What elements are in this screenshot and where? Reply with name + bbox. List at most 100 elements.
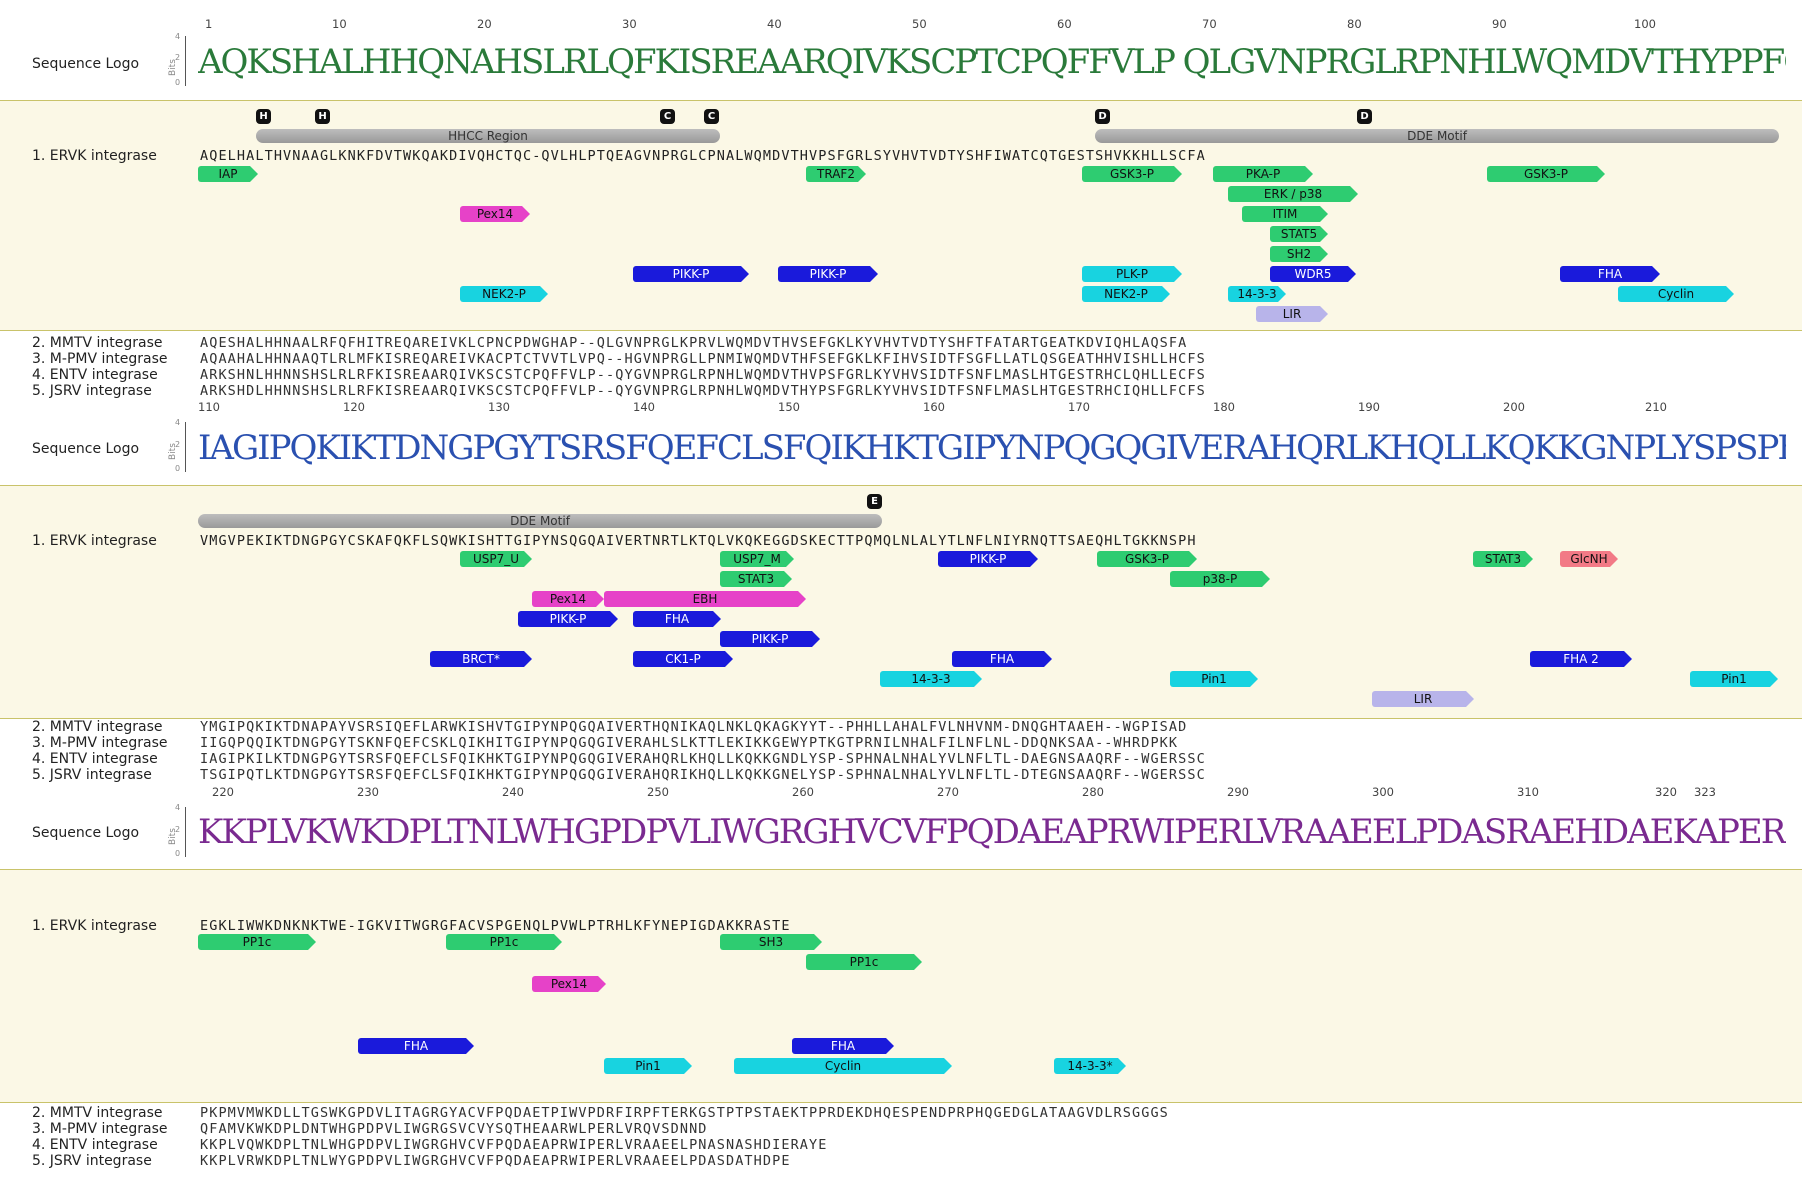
alignment-sequence: IIGQPQQIKTDNGPGYTSKNFQEFCSKLQIKHITGIPYNP… [200,735,1179,751]
sequence-logo: KKPLVKWKDPLTNLWHGPDPVLIWGRGHVCVFPQDAEAPR… [198,812,1786,852]
position-200: 200 [1503,400,1525,414]
feature-sh2: SH2 [1270,246,1328,262]
main-sequence: EGKLIWWKDNKNKTWE-IGKVITWGRGFACVSPGENQLPV… [200,918,791,934]
alignment-sequence: TSGIPQTLKTDNGPGYTSRSFQEFCLSFQIKHKTGIPYNP… [200,767,1206,783]
position-323: 323 [1694,785,1716,799]
alignment-sequence: KKPLVRWKDPLTNLWYGPDPVLIWGRGHVCVFPQDAEAPR… [200,1153,791,1169]
feature-gsk3-p: GSK3-P [1487,166,1605,182]
logo-label: Sequence Logo [32,825,140,841]
main-sequence: AQELHALTHVNAAGLKNKFDVTWKQAKDIVQHCTQC-QVL… [200,148,1206,164]
main-sequence: VMGVPEKIKTDNGPGYCSKAFQKFLSQWKISHTTGIPYNS… [200,533,1197,549]
feature-ebh: EBH [604,591,806,607]
position-250: 250 [647,785,669,799]
feature-pex14: Pex14 [460,206,530,222]
alignment-sequence: ARKSHNLHHNNSHSLRLRFKISREAARQIVKSCSTCPQFF… [200,367,1206,383]
feature-gsk3-p: GSK3-P [1082,166,1182,182]
feature-erk-p38: ERK / p38 [1228,186,1358,202]
feature-pp1c: PP1c [806,954,922,970]
alignment-label: 4. ENTV integrase [32,1137,158,1153]
alignment-label: 3. M-PMV integrase [32,1121,168,1137]
position-20: 20 [477,17,492,31]
ytick-2: 2 [175,440,181,449]
alignment-sequence: IAGIPKILKTDNGPGYTSRSFQEFCLSFQIKHKTGIPYNP… [200,751,1206,767]
feature-pin1: Pin1 [604,1058,692,1074]
position-120: 120 [343,400,365,414]
feature-ck1-p: CK1-P [633,651,733,667]
feature-plk-p: PLK-P [1082,266,1182,282]
position-240: 240 [502,785,524,799]
ytick-0: 0 [175,464,181,473]
logo-label: Sequence Logo [32,441,140,457]
logo-y-axis [185,422,186,472]
main-sequence-label: 1. ERVK integrase [32,918,157,934]
feature-pp1c: PP1c [198,934,316,950]
feature-nek2-p: NEK2-P [1082,286,1170,302]
alignment-sequence: QFAMVKWKDPLDNTWHGPDPVLIWGRGSVCVYSQTHEAAR… [200,1121,708,1137]
alignment-label: 2. MMTV integrase [32,1105,163,1121]
position-160: 160 [923,400,945,414]
alignment-sequence: ARKSHDLHHNNSHSLRLRFKISREAARQIVKSCSTCPQFF… [200,383,1206,399]
feature-fha: FHA [1560,266,1660,282]
position-310: 310 [1517,785,1539,799]
position-70: 70 [1202,17,1217,31]
feature-pex14: Pex14 [532,976,606,992]
feature-pin1: Pin1 [1690,671,1778,687]
sequence-logo: AQKSHALHHQNAHSLRLQFKISREAARQIVKSCPTCPQFF… [198,42,1786,82]
position-90: 90 [1492,17,1507,31]
motif-marker-d: D [1095,109,1110,124]
feature-stat3: STAT3 [1473,551,1533,567]
feature-cyclin: Cyclin [734,1058,952,1074]
position-320: 320 [1655,785,1677,799]
position-140: 140 [633,400,655,414]
feature-pp1c: PP1c [446,934,562,950]
feature-14-3-3: 14-3-3 [880,671,982,687]
feature-stat3: STAT3 [720,571,792,587]
motif-marker-c: C [660,109,675,124]
main-sequence-label: 1. ERVK integrase [32,148,157,164]
feature-p38-p: p38-P [1170,571,1270,587]
feature-pikk-p: PIKK-P [720,631,820,647]
feature-usp7-m: USP7_M [720,551,794,567]
feature-usp7-u: USP7_U [460,551,532,567]
feature-lir: LIR [1256,306,1328,322]
position-300: 300 [1372,785,1394,799]
alignment-label: 3. M-PMV integrase [32,735,168,751]
motif-marker-c: C [704,109,719,124]
feature-fha-2: FHA 2 [1530,651,1632,667]
alignment-sequence: AQESHALHHNAALRFQFHITREQAREIVKLCPNCPDWGHA… [200,335,1188,351]
position-150: 150 [778,400,800,414]
position-270: 270 [937,785,959,799]
position-60: 60 [1057,17,1072,31]
position-30: 30 [622,17,637,31]
ytick-0: 0 [175,78,181,87]
region-hhcc: HHCC Region [256,129,720,143]
feature-brct: BRCT* [430,651,532,667]
feature-glcnh: GlcNH [1560,551,1618,567]
feature-fha: FHA [952,651,1052,667]
position-130: 130 [488,400,510,414]
logo-y-axis [185,36,186,86]
position-290: 290 [1227,785,1249,799]
alignment-sequence: PKPMVMWKDLLTGSWKGPDVLITAGRGYACVFPQDAETPI… [200,1105,1169,1121]
motif-marker-h: H [315,109,330,124]
alignment-sequence: AQAAHALHHNAAQTLRLMFKISREQAREIVKACPTCTVVT… [200,351,1206,367]
main-sequence-label: 1. ERVK integrase [32,533,157,549]
position-1: 1 [205,17,213,31]
position-110: 110 [198,400,220,414]
alignment-label: 2. MMTV integrase [32,335,163,351]
feature-14-3-3: 14-3-3 [1228,286,1286,302]
region-dde-motif: DDE Motif [198,514,882,528]
feature-pin1: Pin1 [1170,671,1258,687]
feature-wdr5: WDR5 [1270,266,1356,282]
position-220: 220 [212,785,234,799]
position-10: 10 [332,17,347,31]
alignment-sequence: YMGIPQKIKTDNAPAYVSRSIQEFLARWKISHVTGIPYNP… [200,719,1188,735]
motif-marker-d: D [1357,109,1372,124]
position-50: 50 [912,17,927,31]
alignment-label: 5. JSRV integrase [32,1153,152,1169]
feature-pex14: Pex14 [532,591,604,607]
position-180: 180 [1213,400,1235,414]
position-40: 40 [767,17,782,31]
region-dde-motif: DDE Motif [1095,129,1779,143]
position-210: 210 [1645,400,1667,414]
